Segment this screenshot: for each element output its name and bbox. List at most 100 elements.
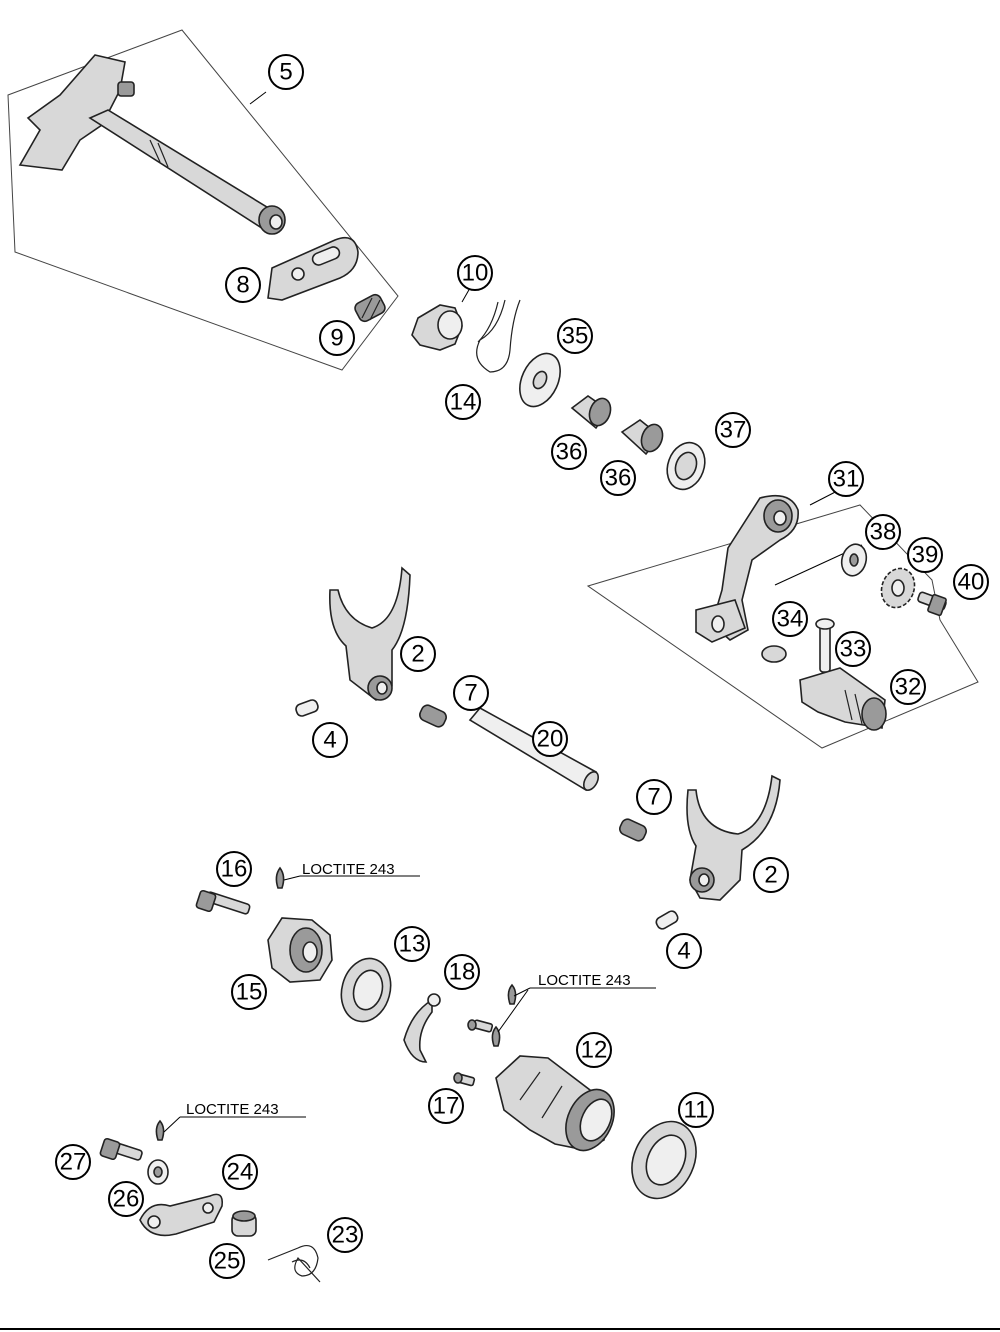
callout-16: 16 xyxy=(216,851,252,887)
pin-4a xyxy=(295,699,319,717)
svg-text:12: 12 xyxy=(581,1037,608,1064)
svg-text:23: 23 xyxy=(332,1222,359,1249)
loctite-label-1: LOCTITE 243 xyxy=(302,861,395,878)
svg-text:2: 2 xyxy=(764,862,777,889)
shift-lever-31 xyxy=(695,494,799,643)
svg-text:34: 34 xyxy=(777,606,804,633)
svg-text:25: 25 xyxy=(214,1248,241,1275)
callout-24: 24 xyxy=(222,1154,258,1190)
svg-text:13: 13 xyxy=(399,931,426,958)
callout-33: 33 xyxy=(835,631,871,667)
callout-2b: 2 xyxy=(753,857,789,893)
bearing-13 xyxy=(340,957,392,1023)
svg-text:33: 33 xyxy=(840,636,867,663)
shift-pedal-32 xyxy=(799,667,887,731)
bushing-36b xyxy=(620,419,664,456)
loctite-label-2: LOCTITE 243 xyxy=(538,972,631,989)
svg-text:27: 27 xyxy=(60,1149,87,1176)
loctite-drops-17 xyxy=(491,983,656,1047)
svg-text:32: 32 xyxy=(895,674,922,701)
svg-text:9: 9 xyxy=(330,325,343,352)
callout-36a: 36 xyxy=(551,434,587,470)
shift-drum-12 xyxy=(495,1055,615,1152)
shift-star-15 xyxy=(267,917,333,983)
callout-32: 32 xyxy=(890,669,926,705)
callout-38: 38 xyxy=(865,514,901,550)
svg-text:16: 16 xyxy=(221,856,248,883)
callout-35: 35 xyxy=(557,318,593,354)
roller-25 xyxy=(231,1210,257,1237)
callout-40: 40 xyxy=(953,564,989,600)
pin-33 xyxy=(815,618,835,673)
callout-23: 23 xyxy=(327,1217,363,1253)
svg-text:17: 17 xyxy=(433,1093,460,1120)
bushing-36a xyxy=(570,395,612,430)
spring-clip-14 xyxy=(476,299,521,373)
svg-text:20: 20 xyxy=(537,726,564,753)
svg-text:8: 8 xyxy=(236,272,249,299)
spring-7b xyxy=(619,818,647,842)
callout-8: 8 xyxy=(225,267,261,303)
shift-shaft xyxy=(18,54,286,235)
svg-text:4: 4 xyxy=(323,727,336,754)
screw-17a xyxy=(467,1019,494,1033)
callout-2a: 2 xyxy=(400,636,436,672)
callout-20: 20 xyxy=(532,721,568,757)
callout-7a: 7 xyxy=(453,675,489,711)
bolt-27 xyxy=(99,1116,306,1161)
svg-text:35: 35 xyxy=(562,323,589,350)
svg-text:11: 11 xyxy=(684,1097,709,1124)
star-washer-39 xyxy=(880,567,916,609)
washer-35 xyxy=(519,352,561,408)
svg-text:36: 36 xyxy=(556,439,583,466)
svg-text:26: 26 xyxy=(113,1186,140,1213)
callout-4b: 4 xyxy=(666,933,702,969)
bearing-11 xyxy=(631,1120,697,1200)
svg-text:38: 38 xyxy=(870,519,897,546)
callout-34: 34 xyxy=(772,601,808,637)
callout-37: 37 xyxy=(715,412,751,448)
callout-14: 14 xyxy=(445,384,481,420)
callout-25: 25 xyxy=(209,1243,245,1279)
callout-5: 5 xyxy=(268,54,304,90)
svg-text:14: 14 xyxy=(450,389,477,416)
callout-12: 12 xyxy=(576,1032,612,1068)
screw-17b xyxy=(453,1072,476,1087)
svg-text:5: 5 xyxy=(279,59,292,86)
callout-4a: 4 xyxy=(312,722,348,758)
shift-rod-20 xyxy=(468,706,600,792)
callout-7b: 7 xyxy=(636,779,672,815)
svg-text:39: 39 xyxy=(912,542,939,569)
locking-lever-24 xyxy=(139,1193,224,1237)
svg-text:4: 4 xyxy=(677,938,690,965)
callout-26: 26 xyxy=(108,1181,144,1217)
callout-15: 15 xyxy=(231,974,267,1010)
callout-39: 39 xyxy=(907,537,943,573)
callout-31: 31 xyxy=(828,461,864,497)
svg-text:40: 40 xyxy=(958,569,985,596)
part-10 xyxy=(411,287,471,351)
group-box-shift-shaft xyxy=(7,29,399,371)
svg-text:15: 15 xyxy=(236,979,263,1006)
seal-37 xyxy=(666,441,706,491)
washer-38 xyxy=(840,543,868,577)
loctite-label-3: LOCTITE 243 xyxy=(186,1101,279,1118)
callout-18: 18 xyxy=(444,954,480,990)
svg-text:24: 24 xyxy=(227,1159,254,1186)
callout-27: 27 xyxy=(55,1144,91,1180)
svg-text:18: 18 xyxy=(449,959,476,986)
bolt-40 xyxy=(917,591,947,617)
bushing-34 xyxy=(761,645,787,663)
shift-plate xyxy=(267,236,359,301)
spring-9 xyxy=(354,293,386,323)
shift-fork-2b xyxy=(686,774,781,901)
svg-text:36: 36 xyxy=(605,465,632,492)
callout-17: 17 xyxy=(428,1088,464,1124)
svg-text:2: 2 xyxy=(411,641,424,668)
retainer-18 xyxy=(403,993,441,1063)
svg-text:10: 10 xyxy=(462,260,489,287)
torsion-spring-23 xyxy=(267,1245,321,1283)
bolt-16 xyxy=(195,866,420,915)
pin-4b xyxy=(655,910,679,930)
